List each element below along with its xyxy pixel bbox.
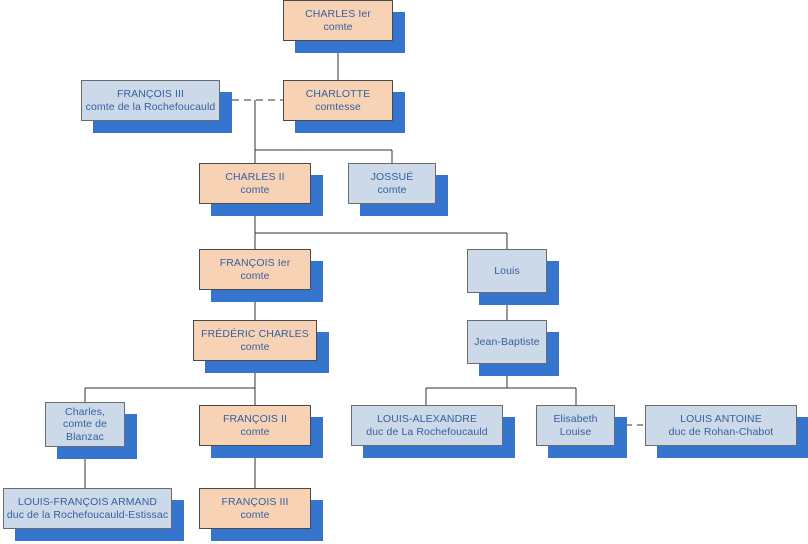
node-label-line: duc de Rohan-Chabot — [668, 425, 774, 438]
node-label-line: FRANÇOIS II — [222, 413, 288, 425]
node-label-line: duc de la Rochefoucauld-Estissac — [6, 508, 169, 521]
node-label-line: LOUIS-ALEXANDRE — [376, 413, 478, 425]
node-label-line: comte de la Rochefoucauld — [85, 100, 216, 113]
node-label-line: LOUIS-FRANÇOIS ARMAND — [17, 496, 158, 508]
node-label-line: comte — [240, 425, 270, 438]
node-label-line: FRANÇOIS III — [116, 88, 185, 100]
node-label-line: FRANÇOIS Ier — [219, 257, 291, 269]
node-label-line: FRANÇOIS III — [221, 496, 289, 508]
node-label-line: comte — [240, 508, 270, 521]
node-label-line: comte — [240, 340, 270, 353]
node-label-line: comtesse — [315, 100, 361, 113]
node-label-line: Blanzac — [65, 430, 105, 443]
node-label-line: comte — [377, 183, 407, 196]
node-label-line: CHARLES II — [225, 171, 285, 183]
node-label-line: comte — [323, 20, 353, 33]
node-label-line: Charles, — [65, 405, 105, 418]
node-label-line: comte — [240, 269, 270, 282]
node-label-line: Jean-Baptiste — [474, 335, 540, 348]
node-label-line: CHARLOTTE — [305, 88, 371, 100]
node-label-line: LOUIS ANTOINE — [680, 413, 762, 425]
node-louis[interactable]: Louis — [467, 249, 547, 293]
node-label-line: JOSSUÉ — [370, 171, 414, 183]
node-label-line: Louise — [559, 425, 592, 438]
node-label-line: Louis — [494, 264, 520, 277]
node-label-line: FRÉDÉRIC CHARLES — [201, 328, 309, 340]
node-jean-baptiste[interactable]: Jean-Baptiste — [467, 320, 547, 364]
node-label-line: comte — [240, 183, 270, 196]
node-label-line: Elisabeth — [553, 413, 598, 425]
node-label-line: comte de — [63, 418, 107, 431]
node-label-line: duc de La Rochefoucauld — [366, 425, 488, 438]
node-label-line: CHARLES Ier — [305, 8, 371, 20]
